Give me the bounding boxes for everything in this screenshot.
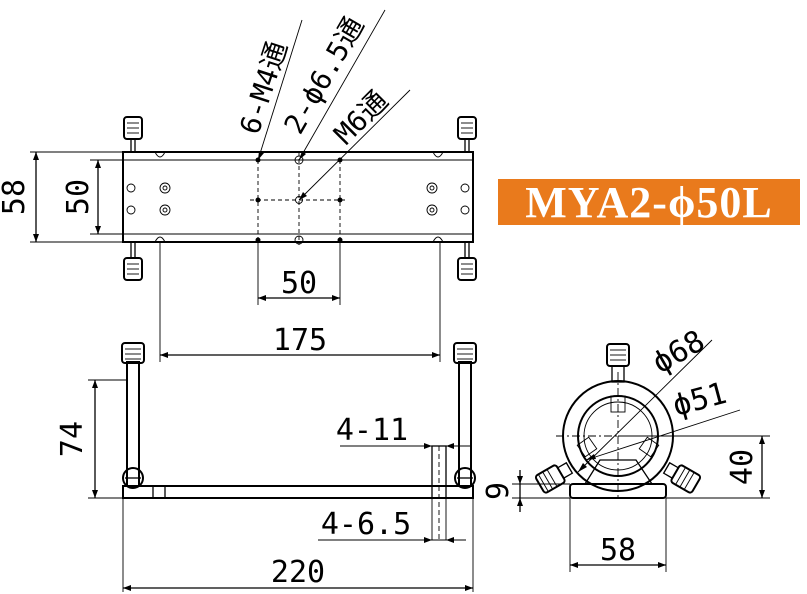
side-view: ϕ68 ϕ51 40 9 58: [481, 324, 770, 572]
dim-base-width: 58: [600, 533, 636, 568]
front-base-bar: [122, 485, 474, 499]
dim-mount-spacing: 175: [273, 323, 327, 358]
dim-hole-spacing: 50: [281, 266, 317, 301]
dim-through-holes: 4-6.5: [321, 507, 411, 542]
right-mount-holes: [426, 182, 470, 216]
dim-height-inner: 50: [61, 179, 96, 215]
model-label-badge: MYA2-ϕ50L: [496, 177, 802, 227]
callout-m6-hole: M6通: [328, 84, 395, 151]
dim-height-outer: 58: [0, 179, 32, 215]
top-knobs: [123, 116, 477, 281]
top-view: 58 50 50 175 6-M4通 2-ϕ6.5通 M6通: [0, 9, 477, 362]
dim-center-height: 40: [725, 449, 760, 485]
dim-front-height: 74: [55, 421, 90, 457]
front-view: 74 4-11 4-6.5 220: [55, 342, 477, 592]
left-mount-holes: [126, 182, 171, 216]
dim-base-height: 9: [481, 482, 516, 500]
dim-outer-diameter: ϕ68: [647, 324, 711, 381]
dim-front-length: 220: [271, 555, 325, 590]
dim-bottom-holes: 4-11: [336, 413, 408, 448]
top-plate-outline: [122, 151, 474, 243]
center-hole-pattern: [250, 152, 348, 245]
